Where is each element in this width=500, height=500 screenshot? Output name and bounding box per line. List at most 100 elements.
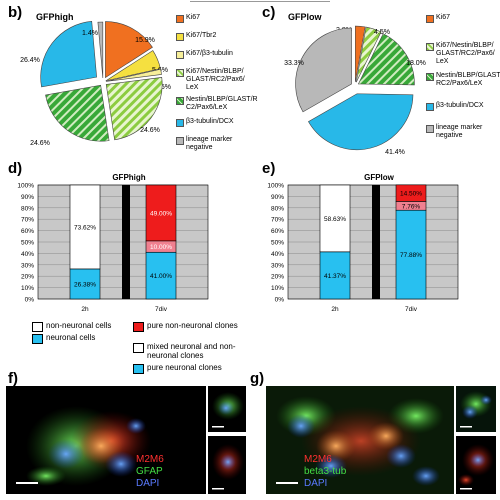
legend-swatch-lineage	[176, 137, 184, 145]
legend-swatch-pure-non-neuronal	[133, 322, 144, 332]
pie-c-legend: Ki67 Ki67/Nestin/BLBP/ GLAST/RC2/Pax6/ L…	[426, 14, 500, 150]
pie-slice-label: 41.4%	[385, 149, 405, 156]
stain-label-m2m6: M2M6	[136, 454, 164, 465]
pie-slice	[105, 77, 163, 141]
legend-label: lineage marker negative	[186, 136, 233, 151]
y-tick-label: 10%	[21, 285, 34, 292]
legend-label: lineage marker negative	[436, 124, 483, 139]
y-tick-label: 0%	[275, 297, 285, 304]
pie-slice-label: 24.6%	[30, 140, 50, 147]
legend-label: Ki67	[436, 14, 451, 21]
pie-slice-label: 15.9%	[135, 37, 155, 44]
legend-swatch-pure-neuronal	[133, 364, 144, 374]
pie-c-title: GFPlow	[288, 12, 322, 22]
group-separator	[122, 185, 130, 299]
legend-swatch-mixed	[133, 343, 144, 353]
stacked-bar-chart-gfphigh: 0%10%20%30%40%50%60%70%80%90%100%26.38%7…	[17, 173, 209, 313]
y-tick-label: 100%	[267, 183, 284, 190]
stain-label-dapi: DAPI	[304, 478, 328, 489]
pie-slice	[105, 50, 161, 82]
pie-slice	[295, 27, 352, 113]
legend-swatch-neuronal	[32, 334, 43, 344]
bar-value-label: 73.62%	[74, 224, 96, 231]
legend-label: β3-tubulin/DCX	[436, 102, 484, 109]
y-tick-label: 20%	[21, 274, 34, 281]
y-tick-label: 40%	[271, 251, 284, 258]
panel-letter-b: b)	[8, 4, 23, 21]
bar-chart-title: GFPhigh	[112, 173, 145, 182]
legend-label: Ki67	[186, 14, 201, 21]
pie-slice-label: 1.4%	[82, 30, 98, 37]
pie-slice-label: 18.0%	[406, 60, 426, 67]
pie-slice-label: 26.4%	[20, 57, 40, 64]
pie-slice	[355, 26, 382, 83]
legend-label: Ki67/β3-tubulin	[186, 50, 233, 57]
stain-label-m2m6: M2M6	[304, 454, 332, 465]
group-separator	[372, 185, 380, 299]
stack-legend-right: pure non-neuronal clones mixed neuronal …	[133, 321, 253, 374]
legend-label: neuronal cells	[46, 333, 96, 342]
panel-letter-f: f)	[8, 370, 18, 387]
pie-chart-gfphigh: 15.9%5.6%1.5%24.6%24.6%26.4%1.4%	[20, 21, 171, 147]
micrograph-g-inset-top	[456, 386, 496, 432]
legend-swatch-b3-dcx	[426, 103, 434, 111]
micrograph-g-inset-bottom	[456, 436, 496, 494]
pie-slice	[45, 84, 110, 142]
bar-value-label: 26.38%	[74, 281, 96, 288]
y-tick-label: 60%	[21, 228, 34, 235]
legend-label: pure neuronal clones	[147, 363, 222, 372]
y-tick-label: 0%	[25, 297, 35, 304]
x-tick-label: 7div	[405, 306, 418, 313]
top-divider	[190, 1, 330, 2]
bar-value-label: 7.76%	[402, 203, 421, 210]
legend-label: pure non-neuronal clones	[147, 321, 238, 330]
y-tick-label: 30%	[271, 262, 284, 269]
legend-swatch-nestin	[176, 97, 184, 105]
stain-label-gfap: GFAP	[136, 466, 163, 477]
y-tick-label: 90%	[271, 194, 284, 201]
bar-value-label: 14.50%	[400, 191, 422, 198]
pie-chart-gfplow: 2.8%4.5%18.0%41.4%33.3%	[284, 25, 426, 156]
legend-label: Ki67/Tbr2	[186, 32, 217, 39]
legend-label: mixed neuronal and non-neuronal clones	[147, 342, 236, 360]
pie-slice-label: 1.5%	[155, 84, 171, 91]
bar-value-label: 41.37%	[324, 273, 346, 280]
legend-swatch-ki67	[426, 15, 434, 23]
bar-chart-title: GFPlow	[364, 173, 395, 182]
y-tick-label: 80%	[21, 205, 34, 212]
panel-letter-c: c)	[262, 4, 276, 21]
bar-value-label: 77.88%	[400, 252, 422, 259]
legend-swatch-ki67-b3	[176, 51, 184, 59]
panel-letter-d: d)	[8, 160, 23, 177]
panel-letter-e: e)	[262, 160, 276, 177]
stain-label-dapi: DAPI	[136, 478, 160, 489]
pie-slice-label: 4.5%	[374, 29, 390, 36]
pie-slice	[308, 93, 414, 151]
pie-slice	[105, 21, 153, 79]
legend-label: non-neuronal cells	[46, 321, 112, 330]
pie-slice	[40, 21, 97, 88]
pie-slice	[97, 21, 104, 79]
x-tick-label: 7div	[155, 306, 168, 313]
y-tick-label: 50%	[21, 240, 34, 247]
x-tick-label: 2h	[331, 306, 339, 313]
y-tick-label: 10%	[271, 285, 284, 292]
legend-swatch-lineage	[426, 125, 434, 133]
micrograph-f-inset-bottom	[208, 436, 246, 494]
legend-label: Nestin/BLBP/GLAST/R C2/Pax6/LeX	[186, 96, 258, 111]
stacked-bar-chart-gfplow: 0%10%20%30%40%50%60%70%80%90%100%41.37%5…	[267, 173, 459, 313]
pie-slice-label: 24.6%	[140, 127, 160, 134]
pie-slice	[355, 25, 366, 83]
pie-b-legend: Ki67 Ki67/Tbr2 Ki67/β3-tubulin Ki67/Nest…	[176, 14, 258, 154]
y-tick-label: 30%	[21, 262, 34, 269]
y-tick-label: 80%	[271, 205, 284, 212]
bar-value-label: 41.00%	[150, 273, 172, 280]
y-tick-label: 100%	[17, 183, 34, 190]
pie-slice	[105, 68, 162, 82]
legend-swatch-ki67-nestin	[426, 43, 434, 51]
y-tick-label: 70%	[271, 217, 284, 224]
legend-label: Nestin/BLBP/GLAST/ RC2/Pax6/LeX	[436, 72, 500, 87]
legend-swatch-ki67-tbr2	[176, 33, 184, 41]
legend-label: Ki67/Nestin/BLBP/ GLAST/RC2/Pax6/ LeX	[186, 68, 245, 91]
stain-label-beta3-tub: beta3-tub	[304, 466, 347, 477]
